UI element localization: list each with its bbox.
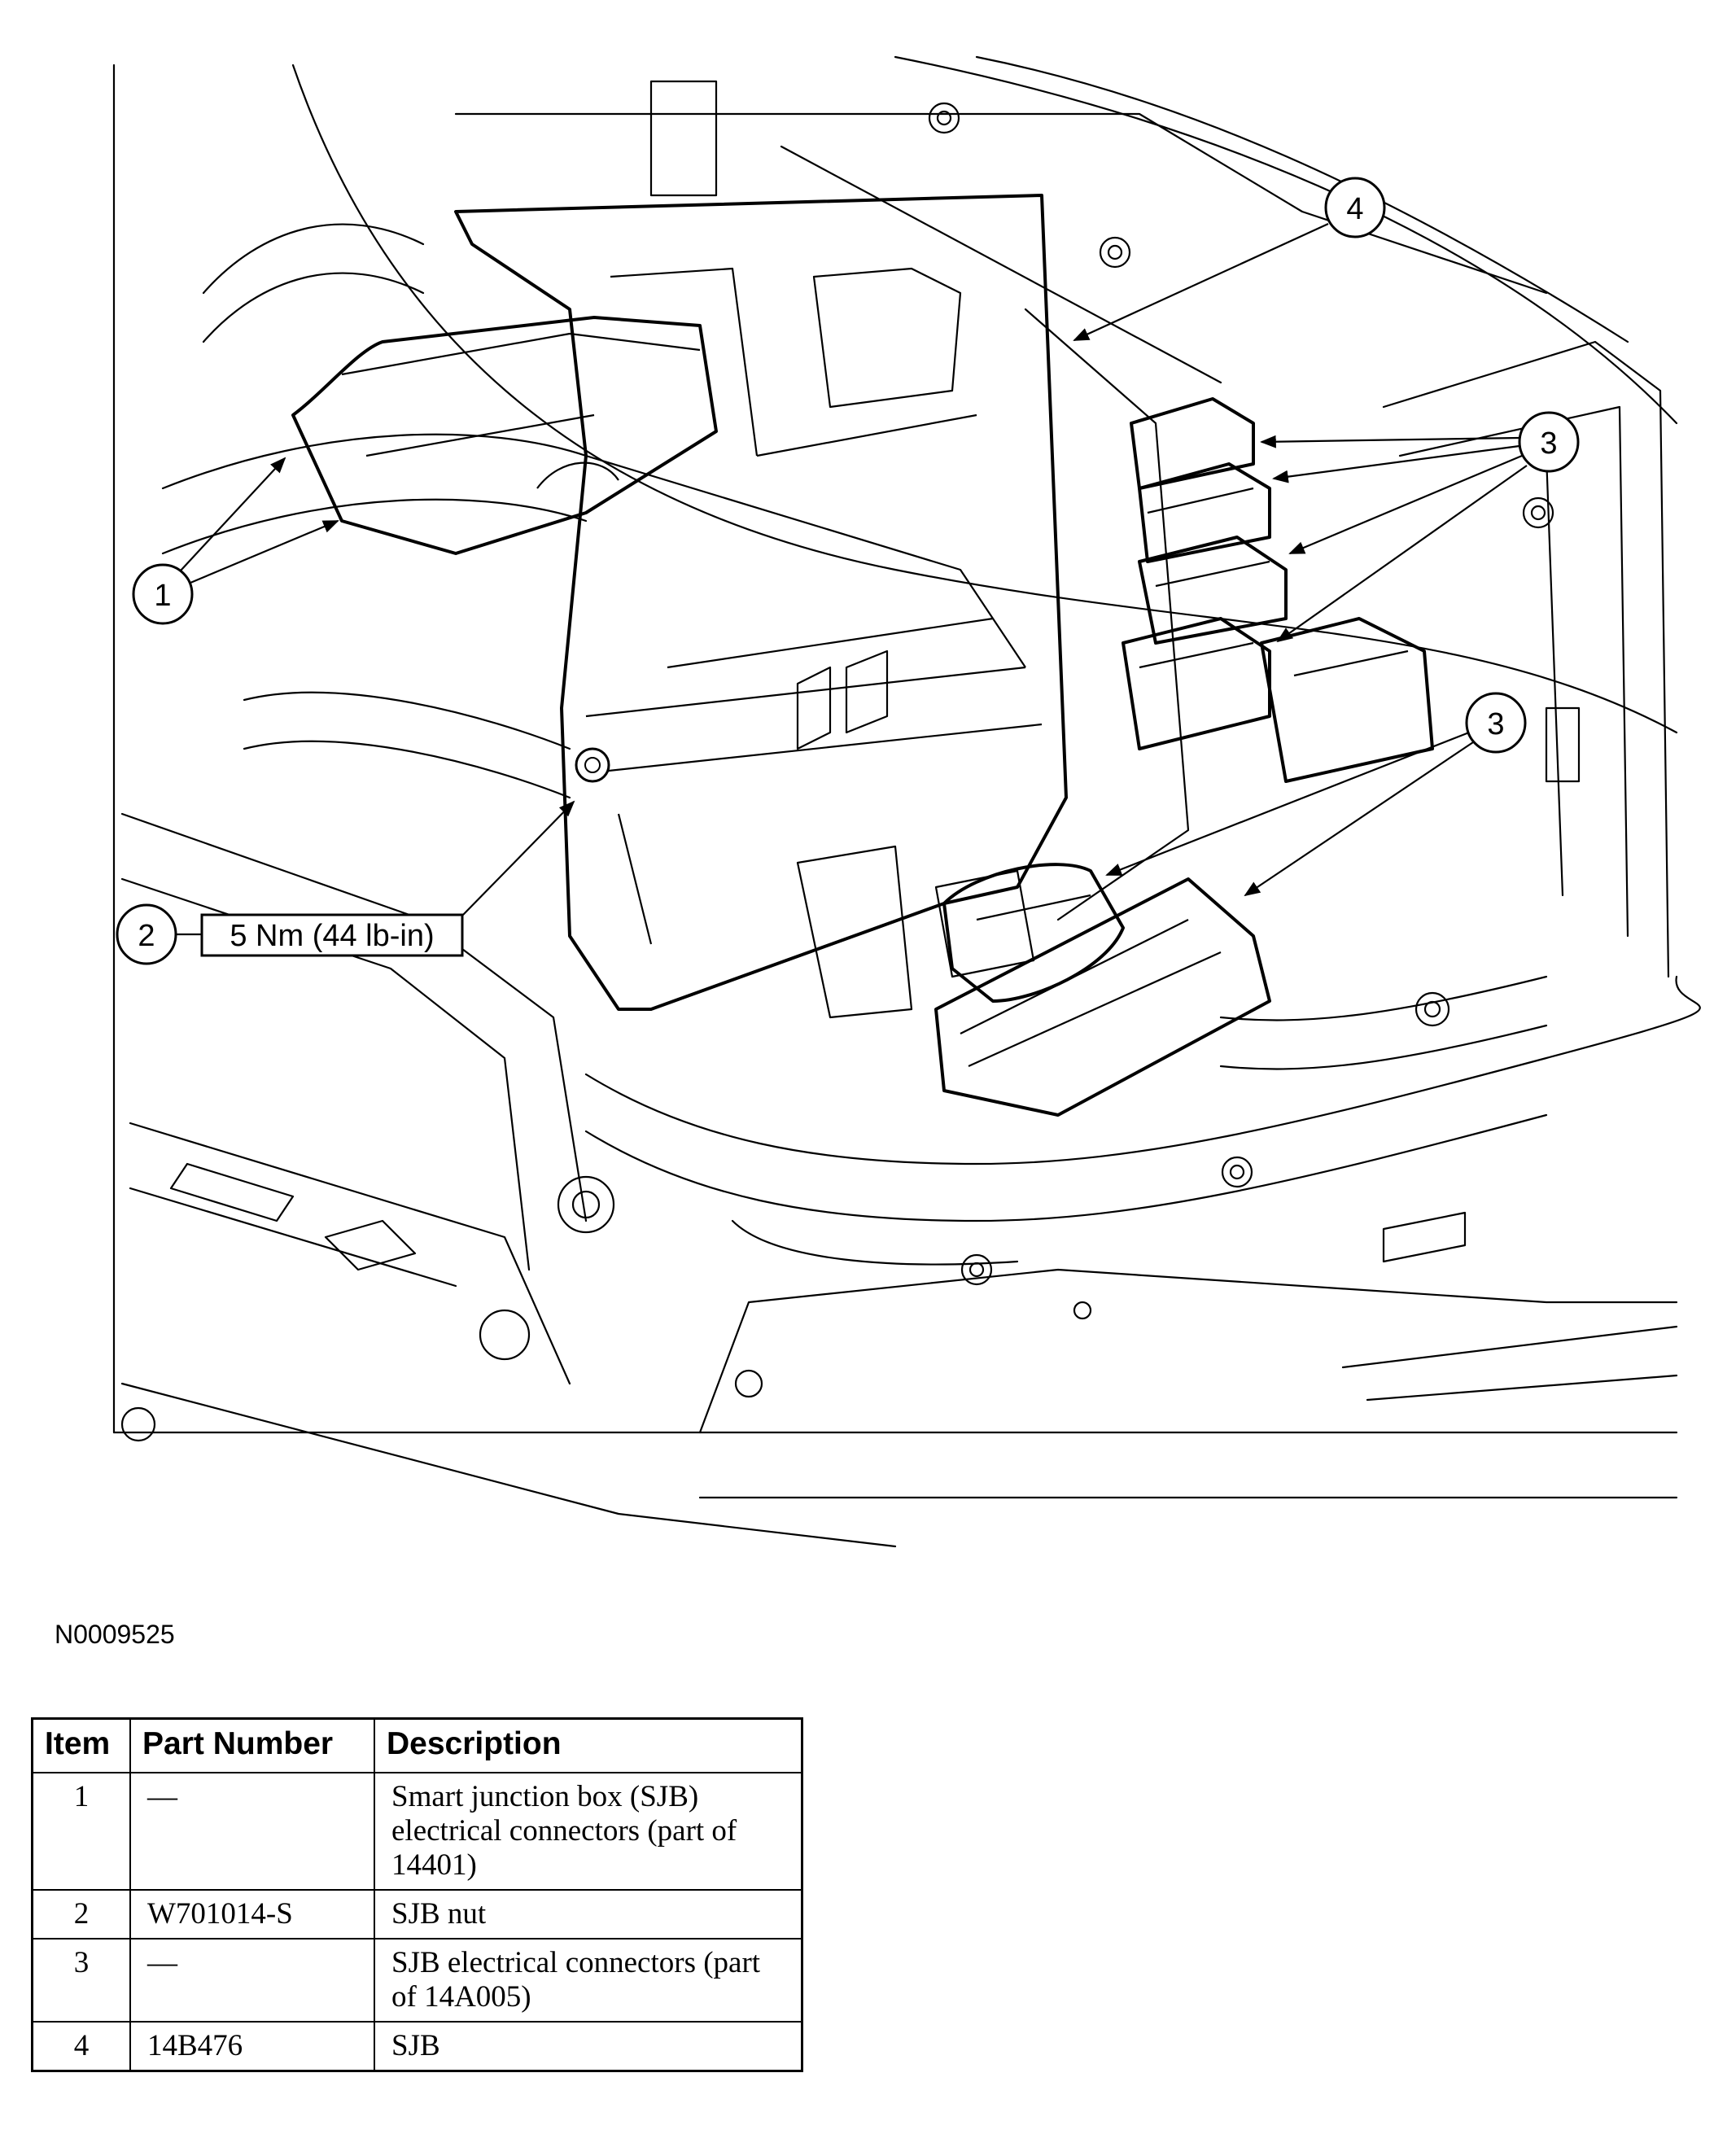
table-row: 2 W701014-S SJB nut [31,1889,803,1940]
background-linework [112,55,1701,1548]
callout-3-upper-leader-c [1288,454,1523,555]
table-row: 3 — SJB electrical connectors (part of 1… [31,1938,803,2023]
sjb-lower-connectors [934,863,1271,1117]
sjb-module [291,194,1068,1019]
sjb-connector-stack [1122,397,1434,783]
description-cell: Smart junction box (SJB) electrical conn… [374,1772,803,1891]
description-cell: SJB electrical connectors (part of 14A00… [374,1938,803,2023]
part-number-cell: — [129,1938,375,2023]
sjb-installation-drawing: 4 3 3 1 2 5 Nm (44 lb-in) [112,55,1701,1548]
description-cell: SJB [374,2021,803,2072]
callout-2-leader [461,800,575,916]
callout-4-leader [1073,223,1329,341]
callout-1-circle [132,563,194,625]
callout-4-circle [1324,177,1386,238]
callout-3-lower-leader-a [1105,731,1470,877]
callout-1-number: 1 [154,579,171,613]
column-header-item: Item [31,1717,131,1773]
callout-4-number: 4 [1346,192,1363,226]
description-cell: SJB nut [374,1889,803,1940]
callout-2: 2 5 Nm (44 lb-in) [116,747,610,965]
callout-3-lower: 3 [1105,692,1527,897]
sjb-nut [575,747,610,783]
item-cell: 4 [31,2021,131,2072]
table-header-row: Item Part Number Description [31,1717,803,1773]
callout-3-upper-leader-a [1260,435,1520,448]
torque-spec-box [200,913,464,957]
callout-3-upper-leader-b [1272,444,1520,483]
parts-table: Item Part Number Description 1 — Smart j… [31,1717,803,2072]
column-header-description: Description [374,1717,803,1773]
column-header-part-number: Part Number [129,1717,375,1773]
callout-1-leader-b [190,519,339,584]
part-number-cell: 14B476 [129,2021,375,2072]
part-number-cell: — [129,1772,375,1891]
callout-2-number: 2 [138,919,155,953]
item-cell: 3 [31,1938,131,2023]
table-row: 4 14B476 SJB [31,2021,803,2072]
part-number-cell: W701014-S [129,1889,375,1940]
torque-spec-text: 5 Nm (44 lb-in) [230,919,434,953]
callout-3-upper-leader-d [1276,465,1528,643]
figure-id: N0009525 [55,1620,175,1649]
callout-4: 4 [1073,177,1386,341]
callout-1-leader-a [180,457,286,571]
callout-3-upper: 3 [1260,411,1580,643]
callout-3-upper-number: 3 [1540,426,1557,461]
callout-3-lower-number: 3 [1487,707,1504,741]
callout-3-lower-leader-b [1244,741,1474,897]
callout-3-lower-circle [1465,692,1527,754]
callout-3-upper-circle [1518,411,1580,473]
item-cell: 2 [31,1889,131,1940]
callout-1: 1 [132,457,339,625]
item-cell: 1 [31,1772,131,1891]
table-row: 1 — Smart junction box (SJB) electrical … [31,1772,803,1891]
